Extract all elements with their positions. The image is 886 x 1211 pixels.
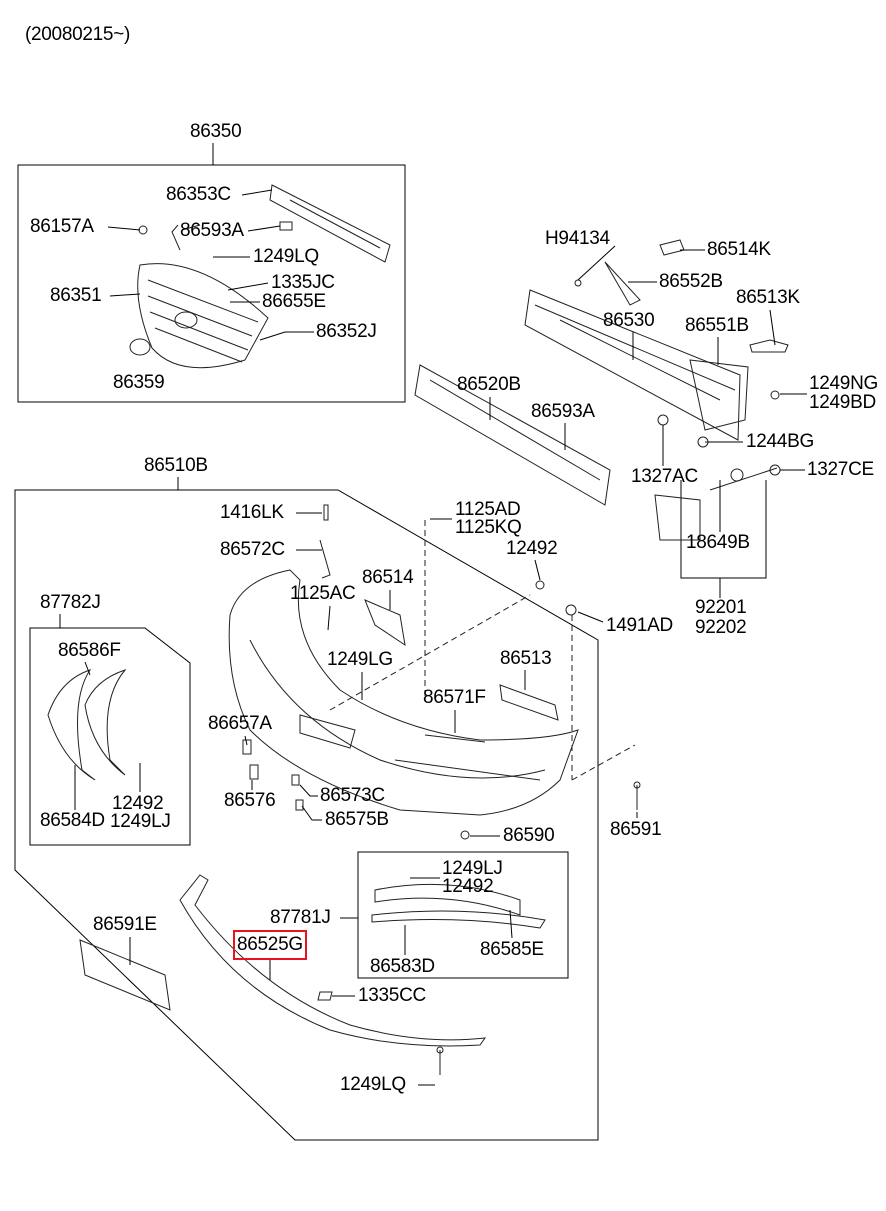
left-molding-box: [29, 627, 191, 846]
part-label[interactable]: 86586F: [58, 640, 121, 661]
part-label[interactable]: 86552B: [659, 271, 723, 292]
part-label[interactable]: 86590: [503, 825, 555, 846]
part-label[interactable]: 12492: [112, 793, 164, 814]
leader-lines: [74, 189, 807, 1086]
bumper-cover: [228, 504, 641, 840]
part-label[interactable]: 18649B: [686, 532, 750, 553]
part-label[interactable]: 86593A: [180, 220, 244, 241]
bumper-moldings: [47, 668, 546, 1075]
part-label[interactable]: 86591E: [93, 914, 157, 935]
part-label[interactable]: 1249LQ: [340, 1074, 406, 1095]
part-label[interactable]: 86571F: [423, 687, 486, 708]
part-label[interactable]: 1249LG: [327, 649, 393, 670]
part-label[interactable]: 86593A: [531, 401, 595, 422]
part-label[interactable]: 86350: [190, 121, 242, 142]
right-molding-box: [357, 851, 569, 979]
part-label[interactable]: 1335CC: [358, 985, 426, 1006]
part-label[interactable]: 87781J: [270, 907, 331, 928]
part-label[interactable]: 92201: [695, 597, 747, 618]
part-label[interactable]: 86510B: [144, 455, 208, 476]
part-label[interactable]: 86551B: [685, 315, 749, 336]
part-label[interactable]: 1249LJ: [442, 858, 503, 879]
part-label[interactable]: 86157A: [30, 216, 94, 237]
bracket-group-line: [680, 480, 767, 579]
part-label[interactable]: 1491AD: [606, 615, 673, 636]
part-label[interactable]: 86359: [113, 372, 165, 393]
part-label[interactable]: 86583D: [370, 956, 435, 977]
part-label[interactable]: H94134: [545, 228, 610, 249]
part-label[interactable]: 1335JC: [271, 272, 335, 293]
part-label[interactable]: 86514K: [707, 239, 771, 260]
part-label[interactable]: 87782J: [40, 592, 101, 613]
part-label[interactable]: 1249NG: [809, 373, 878, 394]
grille-assembly-box: [17, 164, 406, 403]
part-label[interactable]: 92202: [695, 617, 747, 638]
part-label[interactable]: 86351: [50, 285, 102, 306]
part-label[interactable]: 86514: [362, 567, 414, 588]
part-label[interactable]: 86520B: [457, 374, 521, 395]
part-label[interactable]: 86572C: [220, 539, 285, 560]
part-label[interactable]: 1125AD: [455, 499, 521, 520]
part-label[interactable]: 12492: [506, 538, 558, 559]
part-label[interactable]: 12492: [442, 876, 494, 897]
bumper-assembly-box: [14, 489, 599, 1141]
radiator-grille: [129, 184, 391, 369]
part-label[interactable]: 86573C: [320, 785, 385, 806]
part-label[interactable]: 86530: [603, 310, 655, 331]
part-label[interactable]: 1416LK: [220, 502, 284, 523]
part-label[interactable]: 1327CE: [807, 459, 874, 480]
part-label[interactable]: 86576: [224, 790, 276, 811]
part-label[interactable]: 86352J: [316, 321, 377, 342]
part-label[interactable]: 1249LJ: [110, 811, 171, 832]
part-label[interactable]: 1125KQ: [455, 517, 522, 538]
part-label[interactable]: 86575B: [325, 809, 389, 830]
part-label[interactable]: 1244BG: [746, 431, 814, 452]
part-label[interactable]: 1249LQ: [253, 246, 319, 267]
part-label[interactable]: 86655E: [262, 291, 326, 312]
part-label[interactable]: 1125AC: [290, 583, 356, 604]
part-label[interactable]: 1249BD: [809, 392, 876, 413]
part-label[interactable]: 86513: [500, 648, 552, 669]
highlighted-part-label[interactable]: 86525G: [233, 930, 307, 960]
part-label[interactable]: 86585E: [480, 939, 544, 960]
applicability-date: (20080215~): [25, 24, 130, 45]
part-label[interactable]: 86591: [610, 819, 662, 840]
part-label[interactable]: 86584D: [40, 810, 105, 831]
bumper-beams: [414, 239, 789, 541]
part-label[interactable]: 86513K: [736, 287, 800, 308]
part-label[interactable]: 1327AC: [631, 466, 698, 487]
part-label[interactable]: 86353C: [166, 184, 231, 205]
part-label[interactable]: 86657A: [208, 713, 272, 734]
